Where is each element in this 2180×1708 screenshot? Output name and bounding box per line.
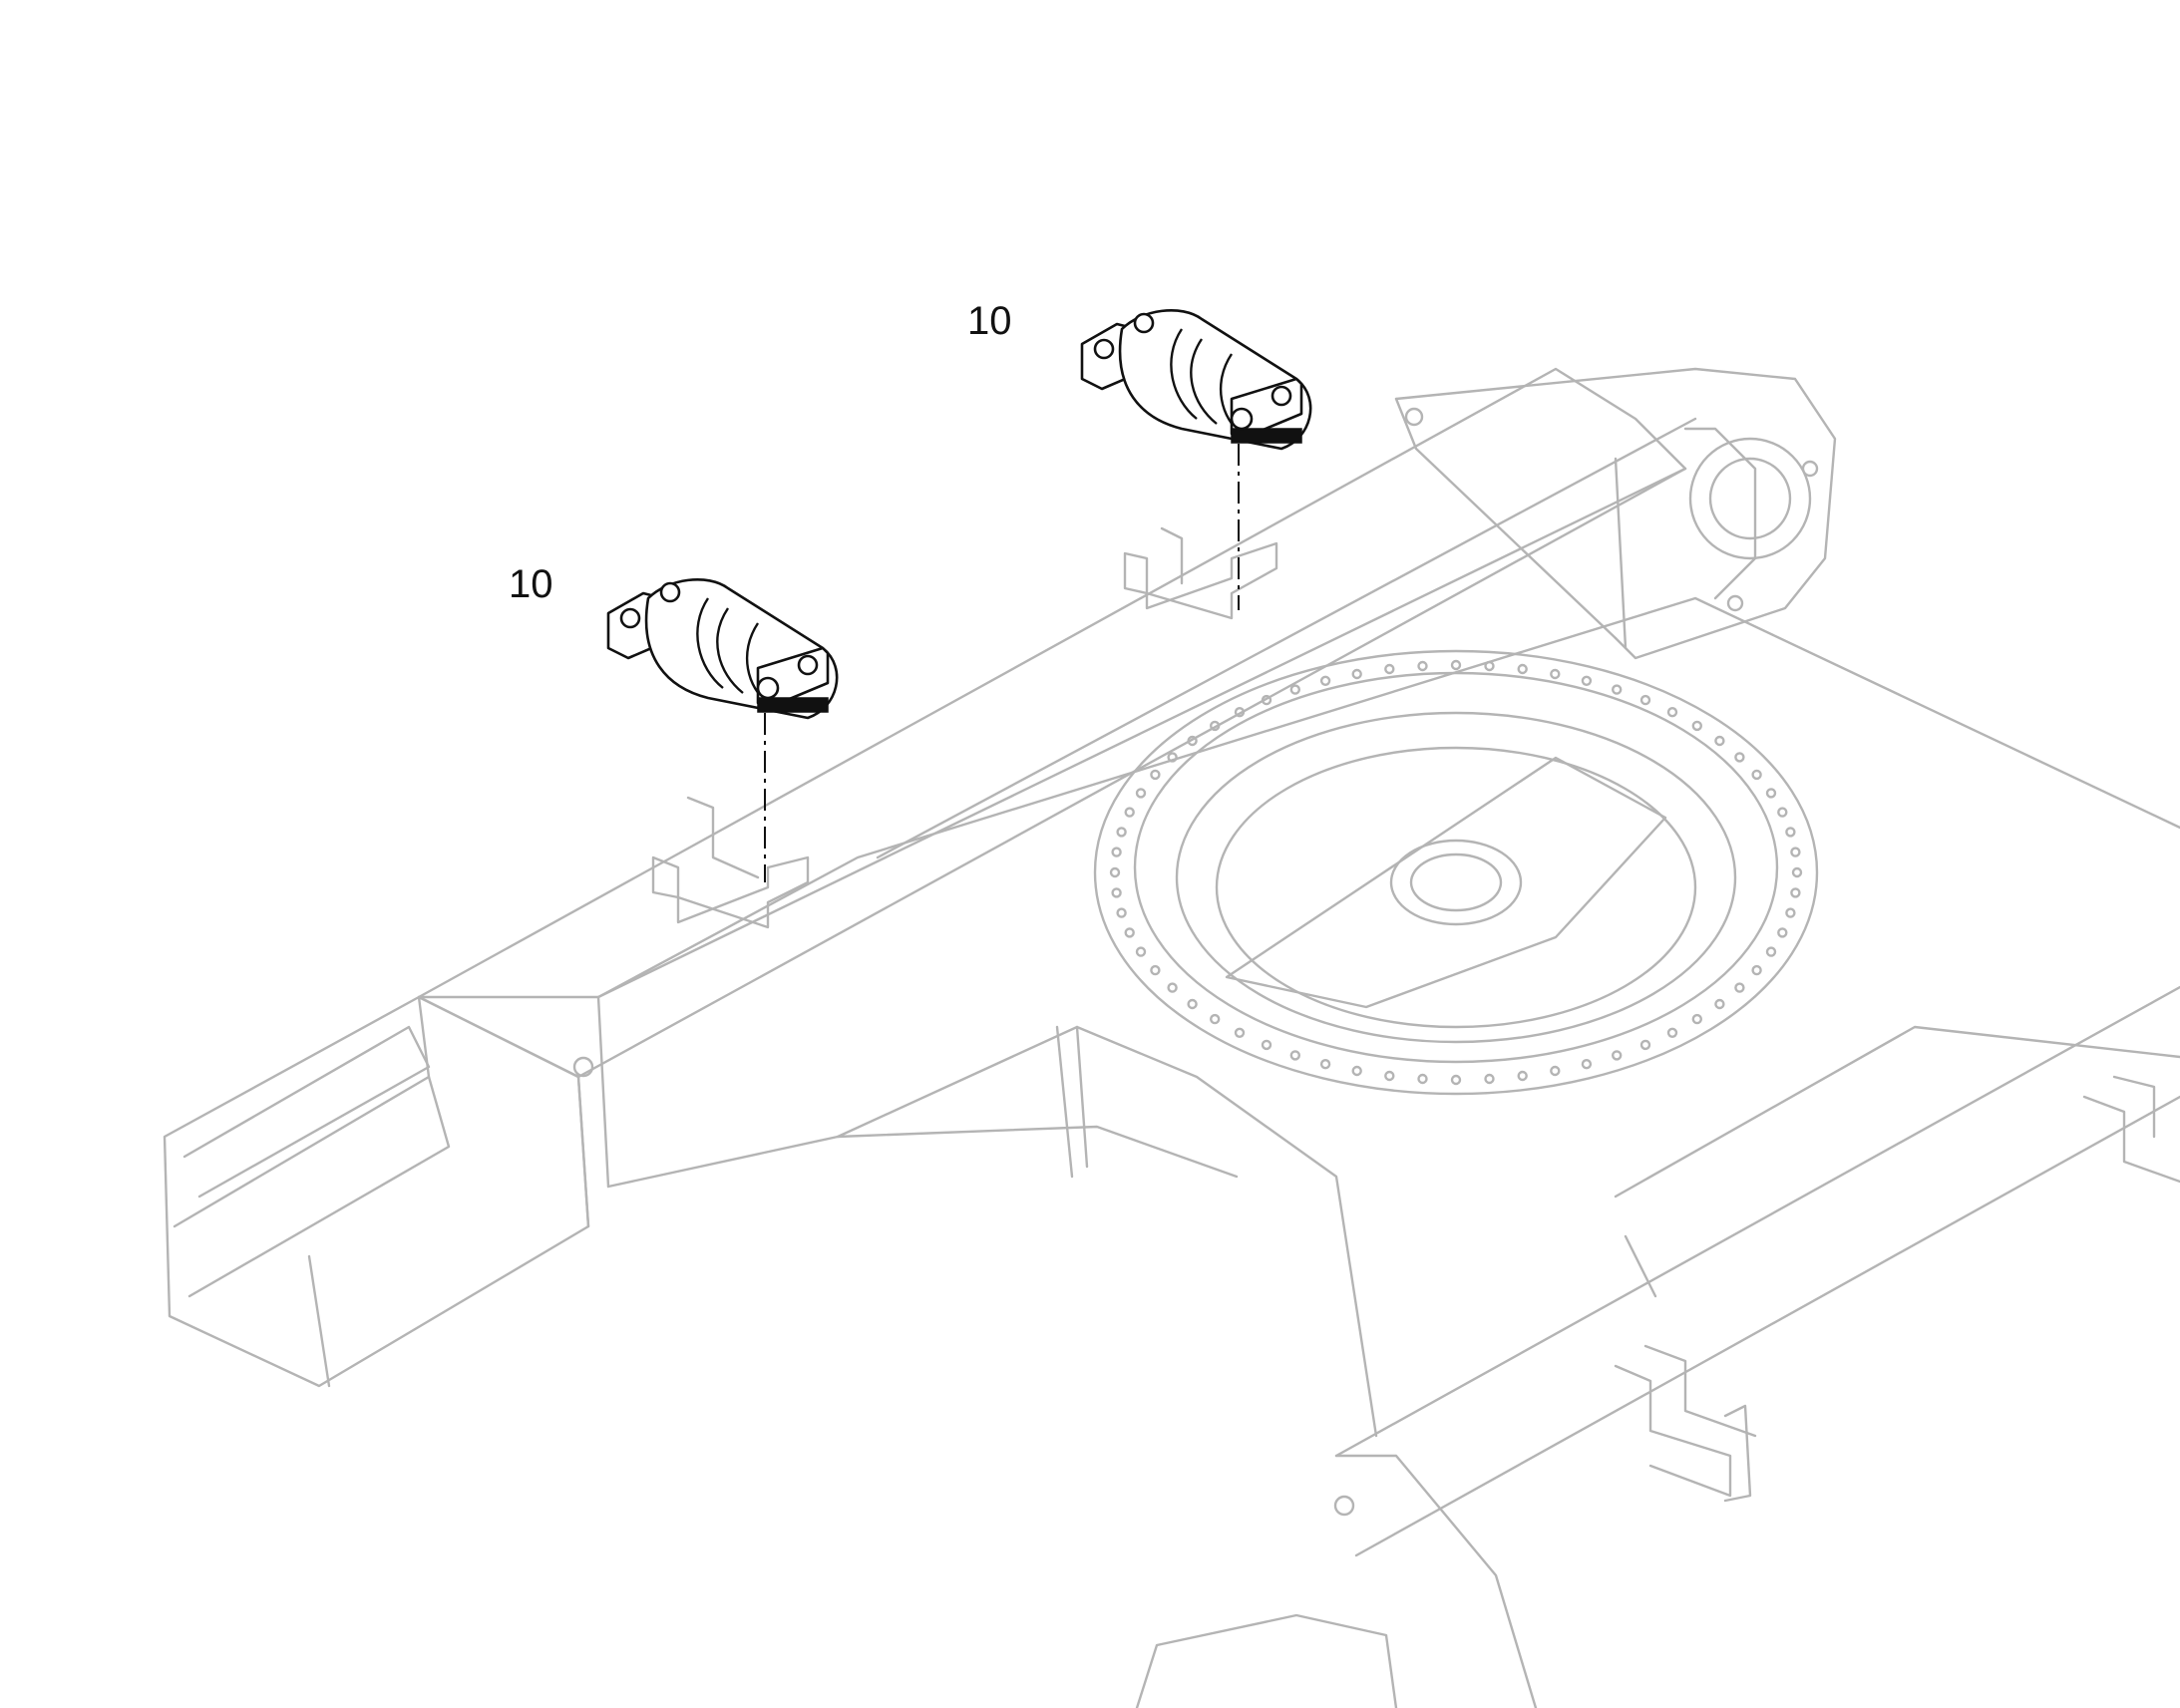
bolt-hole <box>1111 847 1122 857</box>
bolt-hole <box>1691 720 1703 732</box>
bolt-hole <box>1611 684 1623 695</box>
bolt-hole <box>1111 887 1122 898</box>
bolt-hole <box>1714 998 1725 1010</box>
bolt-hole <box>1777 807 1788 818</box>
bolt-hole <box>1666 1027 1678 1039</box>
bolt-hole <box>1261 1039 1272 1051</box>
bolt-hole <box>1765 946 1777 957</box>
bolt-hole <box>1550 1065 1561 1077</box>
bolt-hole <box>1135 946 1147 957</box>
bolt-hole <box>1450 1074 1462 1086</box>
bolt-hole <box>1639 694 1651 706</box>
bolt-hole <box>1167 982 1178 993</box>
bolt-hole <box>1417 1073 1428 1085</box>
bolt-hole <box>1550 668 1561 680</box>
bolt-hole <box>1261 694 1272 706</box>
slewing-ring-bolt-holes <box>1109 659 1803 1086</box>
carrier-roller-upper <box>1080 308 1312 451</box>
bolt-hole <box>1484 660 1495 672</box>
bolt-hole <box>1234 1027 1246 1039</box>
bolt-hole <box>1751 769 1762 781</box>
bolt-hole <box>1666 707 1678 718</box>
bolt-hole <box>1116 907 1127 918</box>
callout-lower-10: 10 <box>509 562 553 606</box>
bolt-hole <box>1785 827 1796 838</box>
bolt-hole <box>1517 1070 1528 1082</box>
bolt-hole <box>1777 927 1788 938</box>
bolt-hole <box>1639 1039 1651 1051</box>
bolt-hole <box>1150 964 1161 976</box>
bolt-hole <box>1790 847 1801 857</box>
carrier-roller-lower <box>606 577 839 720</box>
bolt-hole <box>1751 964 1762 976</box>
bolt-hole <box>1150 769 1161 781</box>
car-body-frame <box>163 367 2180 1708</box>
bolt-hole <box>1109 866 1121 878</box>
bolt-hole <box>1351 1065 1362 1077</box>
callout-upper-10: 10 <box>967 299 1012 343</box>
bolt-hole <box>1209 720 1221 732</box>
bolt-hole <box>1135 788 1147 799</box>
bolt-hole <box>1581 675 1593 686</box>
bolt-hole <box>1450 659 1462 671</box>
bolt-hole <box>1187 735 1198 747</box>
bolt-hole <box>1209 1013 1221 1025</box>
bolt-hole <box>1167 752 1178 763</box>
bolt-hole <box>1791 866 1803 878</box>
bolt-hole <box>1187 998 1198 1010</box>
bolt-hole <box>1289 684 1301 695</box>
bolt-hole <box>1351 668 1362 680</box>
bolt-hole <box>1734 752 1745 763</box>
bolt-hole <box>1785 907 1796 918</box>
bolt-hole <box>1417 660 1428 672</box>
bolt-hole <box>1691 1013 1703 1025</box>
bolt-hole <box>1734 982 1745 993</box>
bolt-hole <box>1611 1050 1623 1061</box>
bolt-hole <box>1517 663 1528 675</box>
bolt-hole <box>1116 827 1127 838</box>
bolt-hole <box>1319 1058 1331 1070</box>
bolt-hole <box>1124 807 1135 818</box>
bolt-hole <box>1384 663 1395 675</box>
bolt-hole <box>1765 788 1777 799</box>
bolt-hole <box>1289 1050 1301 1061</box>
bolt-hole <box>1484 1073 1495 1085</box>
bolt-hole <box>1714 735 1725 747</box>
bolt-hole <box>1234 707 1246 718</box>
bolt-hole <box>1790 887 1801 898</box>
bolt-hole <box>1319 675 1331 686</box>
bolt-hole <box>1124 927 1135 938</box>
bolt-hole <box>1384 1070 1395 1082</box>
bolt-hole <box>1581 1058 1593 1070</box>
